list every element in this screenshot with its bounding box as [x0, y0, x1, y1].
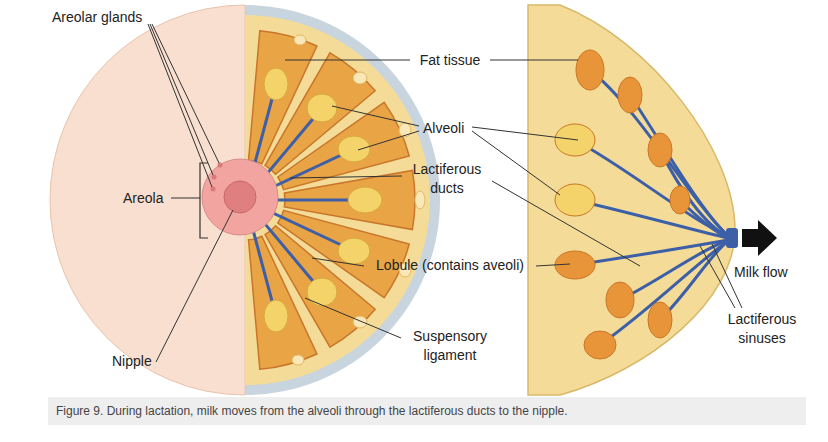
milk-flow-arrow [742, 220, 777, 256]
lactiferous-ducts-label: Lactiferous ducts [405, 160, 489, 198]
section-lobules [555, 50, 690, 359]
alveoli [264, 68, 382, 332]
suspensory-ligament-label: Suspensory ligament [404, 327, 496, 365]
lactiferous-sinuses-label: Lactiferous sinuses [716, 310, 808, 348]
nipple-label: Nipple [112, 352, 152, 371]
section-ducts [575, 70, 728, 345]
lobule-label: Lobule (contains aveoli) [376, 256, 524, 275]
nipple [224, 181, 256, 213]
breast-section [528, 5, 735, 395]
leader-lines [148, 24, 742, 362]
fat-tissue-label: Fat tissue [420, 51, 481, 70]
milk-flow-label: Milk flow [734, 263, 788, 282]
areola-label: Areola [123, 189, 163, 208]
areolar-glands-label: Areolar glands [52, 8, 142, 27]
section-nipple [726, 228, 738, 248]
areolar-glands [211, 163, 223, 192]
areola [202, 159, 278, 235]
figure-caption: Figure 9. During lactation, milk moves f… [48, 397, 806, 425]
alveoli-label: Alveoli [423, 119, 464, 138]
